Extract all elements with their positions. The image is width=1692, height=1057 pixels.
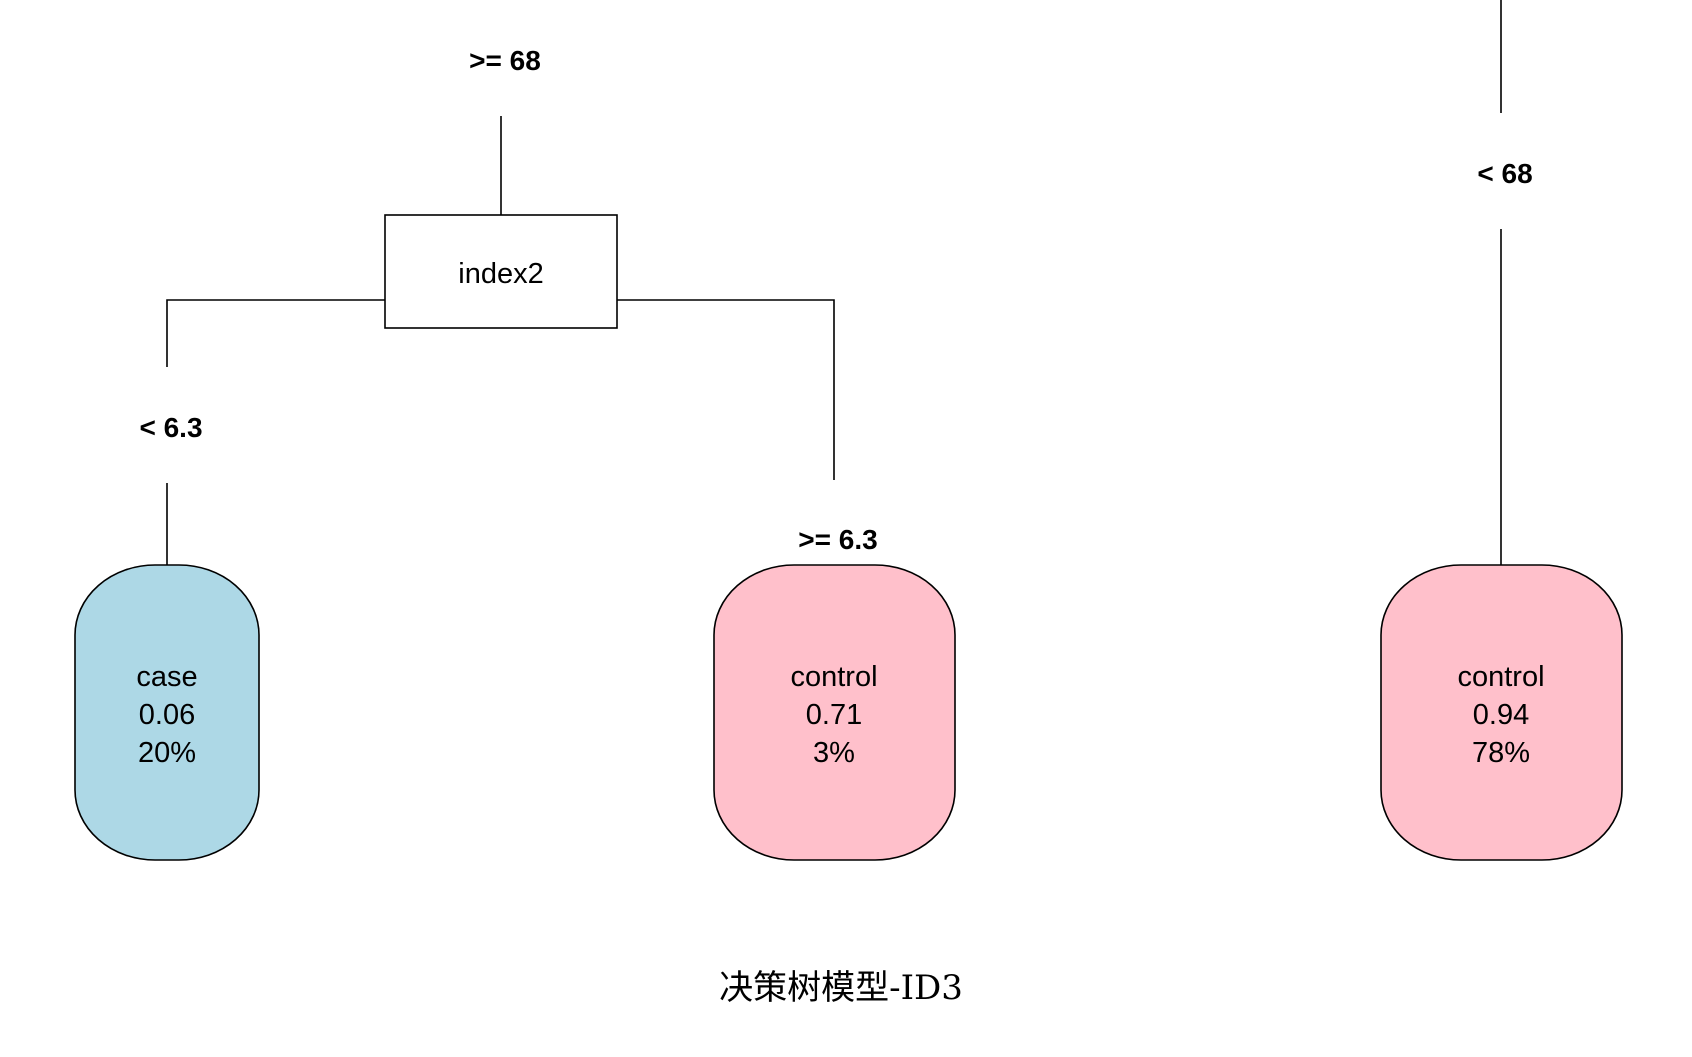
branch-label-ge-68: >= 68 <box>469 45 541 76</box>
leaf-node-shape <box>713 564 956 861</box>
leaf-class: control <box>1457 661 1544 693</box>
diagram-title: 决策树模型-ID3 <box>719 968 963 1008</box>
split-node-index2: index2 <box>384 214 618 329</box>
branch-label-lt-68: < 68 <box>1477 158 1532 189</box>
leaf-percentage: 20% <box>138 737 196 769</box>
branch-label-lt-6-3: < 6.3 <box>139 412 202 443</box>
leaf-node-case: case 0.06 20% <box>74 564 260 861</box>
edge-index2-to-left <box>166 299 385 367</box>
leaf-probability: 0.94 <box>1473 699 1529 731</box>
leaf-probability: 0.71 <box>806 699 862 731</box>
leaf-class: case <box>136 661 197 693</box>
edge-index2-to-right <box>617 299 835 480</box>
leaf-percentage: 3% <box>813 737 855 769</box>
tree-edges <box>166 0 1502 565</box>
branch-label-ge-6-3: >= 6.3 <box>798 524 877 555</box>
leaf-node-control-mid: control 0.71 3% <box>713 564 956 861</box>
leaf-node-shape <box>74 564 260 861</box>
leaf-probability: 0.06 <box>139 699 195 731</box>
leaf-percentage: 78% <box>1472 737 1530 769</box>
leaf-node-shape <box>1380 564 1623 861</box>
leaf-class: control <box>790 661 877 693</box>
leaf-node-control-right: control 0.94 78% <box>1380 564 1623 861</box>
split-node-label: index2 <box>458 258 543 290</box>
